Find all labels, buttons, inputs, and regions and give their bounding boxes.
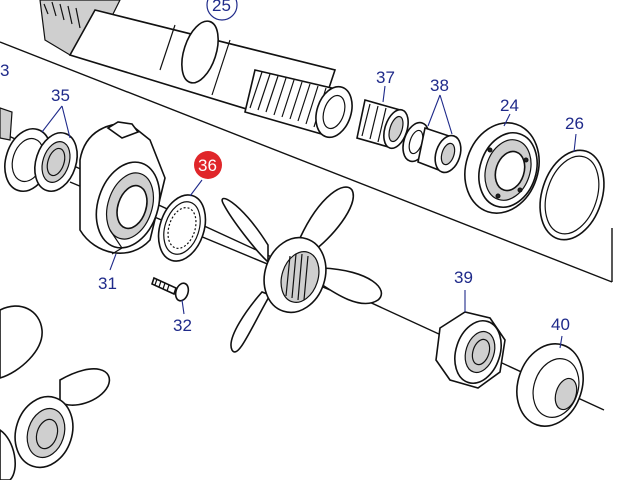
part-25-propeller-shaft <box>39 0 353 139</box>
part-38-bushings <box>402 121 462 174</box>
part-36-lock-washer <box>157 194 207 262</box>
callout-3: 3 <box>0 61 9 80</box>
callout-36-highlight <box>194 151 222 179</box>
callout-31: 31 <box>98 274 117 293</box>
part-26-shim-ring <box>539 149 605 241</box>
part-39-nut <box>435 311 506 389</box>
callout-37: 37 <box>376 68 395 87</box>
callout-32: 32 <box>173 316 192 335</box>
part-31-hub-cone <box>79 121 166 255</box>
callout-35: 35 <box>51 86 70 105</box>
callout-24: 24 <box>500 96 519 115</box>
callout-38: 38 <box>430 76 449 95</box>
propeller-lower-left <box>0 305 111 480</box>
callout-leaders <box>41 85 577 349</box>
part-40-cap-washer <box>516 343 584 427</box>
part-37-needle-bearing <box>356 98 409 150</box>
callout-25-ring <box>206 0 238 21</box>
callout-labels: 3 25 35 37 38 24 26 36 31 32 39 40 <box>0 0 584 335</box>
callout-40: 40 <box>551 315 570 334</box>
part-35-seal-rings <box>0 107 78 192</box>
callout-39: 39 <box>454 268 473 287</box>
propeller-center <box>221 186 383 353</box>
callout-25: 25 <box>212 0 231 15</box>
part-32-screw <box>151 276 190 302</box>
callout-26: 26 <box>565 114 584 133</box>
callout-36: 36 <box>198 156 217 175</box>
part-24-ball-bearing <box>464 122 540 214</box>
